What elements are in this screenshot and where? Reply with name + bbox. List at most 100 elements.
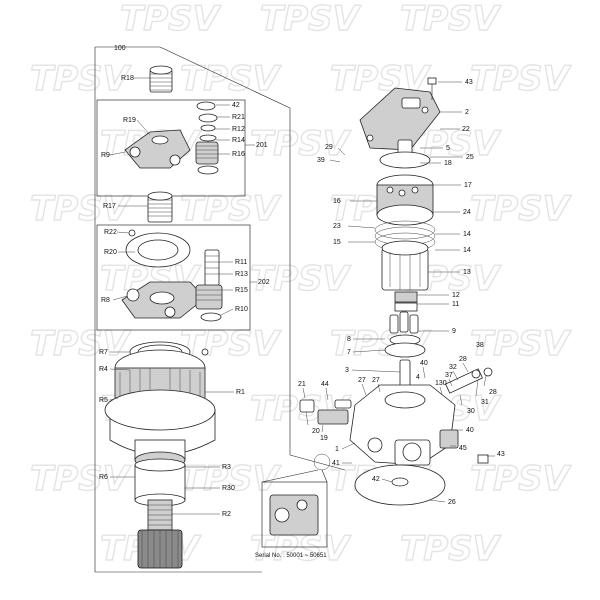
part-label: R2 xyxy=(222,511,231,518)
watermark-text: TPSV xyxy=(470,324,572,364)
leader-line xyxy=(347,225,376,229)
part-label: 41 xyxy=(332,460,340,467)
part-label: 28 xyxy=(489,389,497,396)
part-label: R1 xyxy=(236,389,245,396)
part-label: 45 xyxy=(459,445,467,452)
watermark-text: TPSV xyxy=(250,124,352,164)
right-parts xyxy=(299,77,493,506)
part-label: 44 xyxy=(321,381,329,388)
part-label: 21 xyxy=(298,381,306,388)
watermark-text: TPSV xyxy=(30,459,132,499)
part-label: 40 xyxy=(420,360,428,367)
watermark-text: TPSV xyxy=(470,189,572,229)
watermark-text: TPSV xyxy=(30,59,132,99)
leader-line xyxy=(381,478,393,483)
part-label: R11 xyxy=(235,259,247,266)
leader-line xyxy=(475,379,479,397)
part-label: R14 xyxy=(232,137,245,144)
leader-line xyxy=(136,119,151,136)
part-label: 130 xyxy=(435,380,447,387)
leader-line xyxy=(448,378,453,387)
part-label: R7 xyxy=(99,349,108,356)
part-label: R21 xyxy=(232,114,245,121)
part-label: R12 xyxy=(232,126,245,133)
part-label: 201 xyxy=(256,142,268,149)
assembly-frame: 100 xyxy=(94,45,346,573)
part-label: R22 xyxy=(104,229,117,236)
watermark-text: TPSV xyxy=(120,0,222,39)
watermark-text: TPSV xyxy=(400,529,502,569)
leader-line xyxy=(109,368,131,371)
leader-line xyxy=(361,383,367,396)
part-label: R3 xyxy=(222,464,231,471)
watermark-text: TPSV xyxy=(470,59,572,99)
leader-line xyxy=(302,387,306,399)
part-label: R4 xyxy=(99,366,108,373)
inset-detail: Serial No. : 50001 ~ 50651 xyxy=(255,469,328,559)
serial-note: Serial No. : 50001 ~ 50651 xyxy=(255,553,327,559)
part-label: 17 xyxy=(464,182,472,189)
part-label: 38 xyxy=(476,342,484,349)
leader-line xyxy=(459,394,463,406)
leader-line xyxy=(109,397,119,401)
part-label: 27 xyxy=(372,377,380,384)
part-label: 202 xyxy=(258,279,270,286)
watermark-text: TPSV xyxy=(470,459,572,499)
part-label: 26 xyxy=(448,499,456,506)
part-label: 3 xyxy=(345,367,349,374)
part-label: 43 xyxy=(497,451,505,458)
part-label: 12 xyxy=(452,292,460,299)
part-label: R10 xyxy=(235,306,248,313)
part-label: R19 xyxy=(123,117,136,124)
right-labels: 4322229395182517162423141514131211987340… xyxy=(298,79,505,506)
left-labels: R1842R21R12R14R16R19R9201R17R22R20R11R13… xyxy=(99,75,270,518)
part-label: 11 xyxy=(452,301,459,308)
part-label: 40 xyxy=(466,427,474,434)
part-label: 14 xyxy=(463,247,471,254)
part-label: R15 xyxy=(235,287,248,294)
leader-line xyxy=(422,366,426,379)
part-label: 30 xyxy=(467,408,475,415)
part-label: 25 xyxy=(466,154,474,161)
part-label: 19 xyxy=(320,435,328,442)
part-label: 20 xyxy=(312,428,320,435)
watermark-text: TPSV xyxy=(400,0,502,39)
watermark-text: TPSV xyxy=(260,0,362,39)
part-label: 37 xyxy=(445,372,453,379)
subassembly-202-box xyxy=(96,224,251,331)
part-label: 22 xyxy=(462,126,470,133)
part-label: 15 xyxy=(333,239,341,246)
left-parts xyxy=(104,65,223,569)
part-label: 8 xyxy=(347,336,351,343)
leader-line xyxy=(325,387,329,401)
leader-line xyxy=(337,147,346,156)
watermark-text: TPSV xyxy=(250,259,352,299)
watermark-text: TPSV xyxy=(180,189,282,229)
leader-line xyxy=(377,383,381,393)
leader-line xyxy=(109,151,126,156)
part-label: R30 xyxy=(222,485,235,492)
leader-line xyxy=(429,499,446,503)
part-label: R16 xyxy=(232,151,245,158)
part-label: 13 xyxy=(463,269,471,276)
part-label: 1 xyxy=(335,446,339,453)
leader-line xyxy=(321,424,324,433)
part-label: R5 xyxy=(99,397,108,404)
part-label: 43 xyxy=(465,79,473,86)
part-label: 32 xyxy=(449,364,457,371)
part-label: R13 xyxy=(235,271,248,278)
leader-line xyxy=(329,159,341,163)
part-label: 9 xyxy=(452,328,456,335)
part-label: R8 xyxy=(101,297,110,304)
part-label: 18 xyxy=(444,160,452,167)
part-label: 23 xyxy=(333,223,341,230)
part-label: 16 xyxy=(333,198,341,205)
watermark-layer: TPSV TPSV TPSV TPSV TPSV TPSV TPSV TPSV TPSV TPSV… xyxy=(29,0,572,570)
part-label: R18 xyxy=(121,75,134,82)
assembly-label: 100 xyxy=(114,45,126,52)
leader-line xyxy=(116,231,130,234)
leader-line xyxy=(351,369,401,373)
part-label: 27 xyxy=(358,377,366,384)
part-label: R9 xyxy=(101,152,110,159)
